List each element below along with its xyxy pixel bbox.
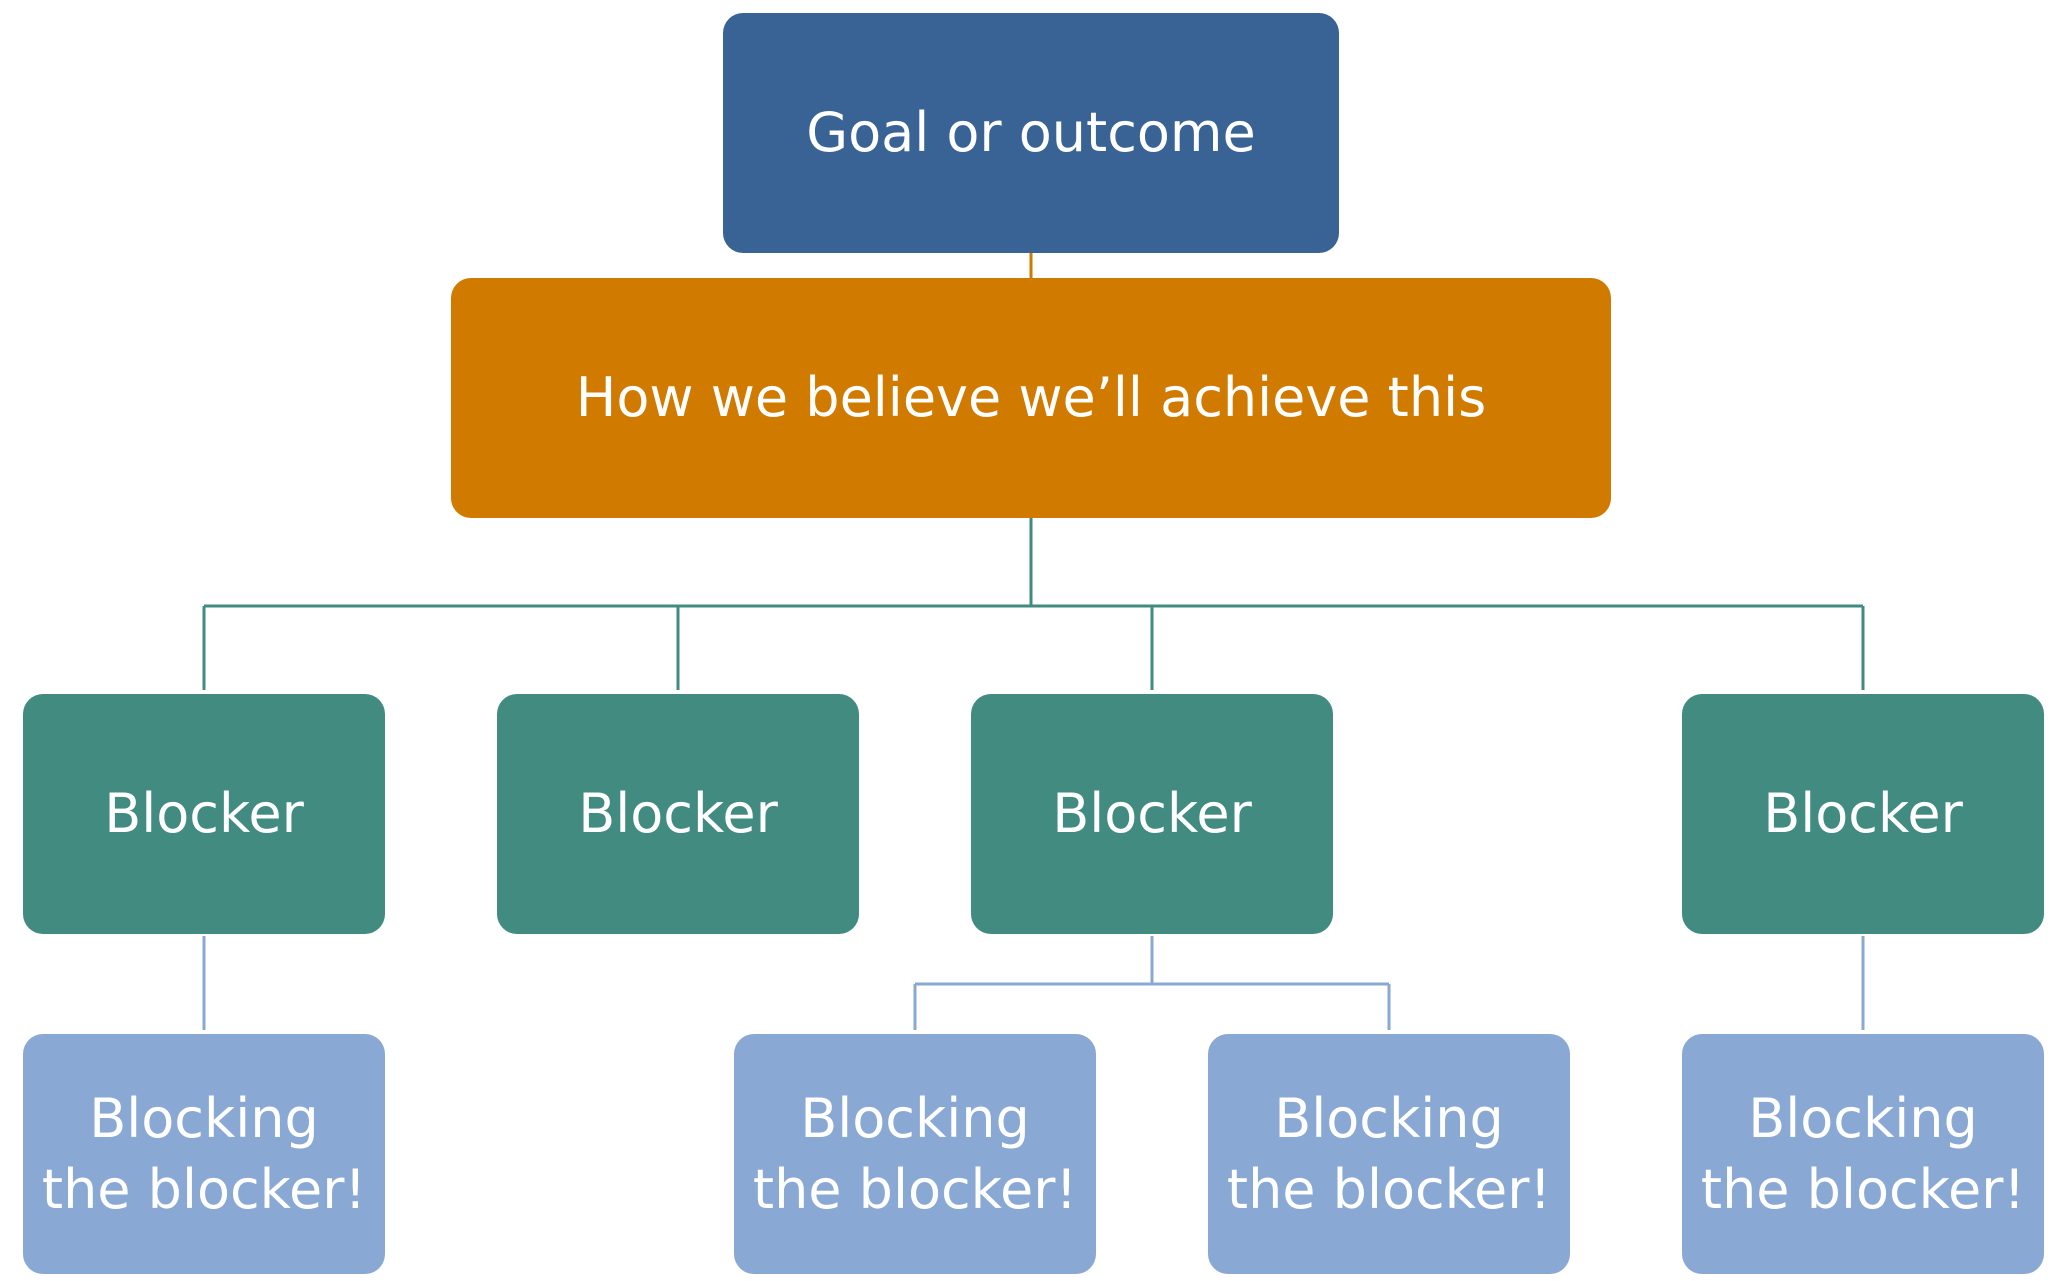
sub-blocker-node-2[interactable]: Blocking the blocker! xyxy=(734,1034,1096,1274)
goal-node[interactable]: Goal or outcome xyxy=(723,13,1339,253)
sub-blocker-line2: the blocker! xyxy=(752,1158,1078,1221)
sub-blocker-line2: the blocker! xyxy=(41,1158,367,1221)
blocker-node-2[interactable]: Blocker xyxy=(497,694,859,934)
blocker-label: Blocker xyxy=(578,781,778,845)
blocker-node-1[interactable]: Blocker xyxy=(23,694,385,934)
sub-blocker-node-3[interactable]: Blocking the blocker! xyxy=(1208,1034,1570,1274)
strategy-node[interactable]: How we believe we’ll achieve this xyxy=(451,278,1611,518)
blocker-node-3[interactable]: Blocker xyxy=(971,694,1333,934)
sub-blocker-line1: Blocking xyxy=(1274,1086,1504,1150)
blocker-label: Blocker xyxy=(104,781,304,845)
blocker-label: Blocker xyxy=(1052,781,1252,845)
sub-blocker-line2: the blocker! xyxy=(1226,1158,1552,1221)
sub-blocker-node-1[interactable]: Blocking the blocker! xyxy=(23,1034,385,1274)
sub-blocker-line2: the blocker! xyxy=(1700,1158,2026,1221)
blocker-label: Blocker xyxy=(1763,781,1963,845)
sub-blocker-line1: Blocking xyxy=(89,1086,319,1150)
sub-blocker-node-4[interactable]: Blocking the blocker! xyxy=(1682,1034,2044,1274)
sub-blocker-line1: Blocking xyxy=(1748,1086,1978,1150)
sub-blocker-line1: Blocking xyxy=(800,1086,1030,1150)
blocker-node-4[interactable]: Blocker xyxy=(1682,694,2044,934)
strategy-label: How we believe we’ll achieve this xyxy=(575,365,1487,429)
goal-label: Goal or outcome xyxy=(806,100,1256,164)
